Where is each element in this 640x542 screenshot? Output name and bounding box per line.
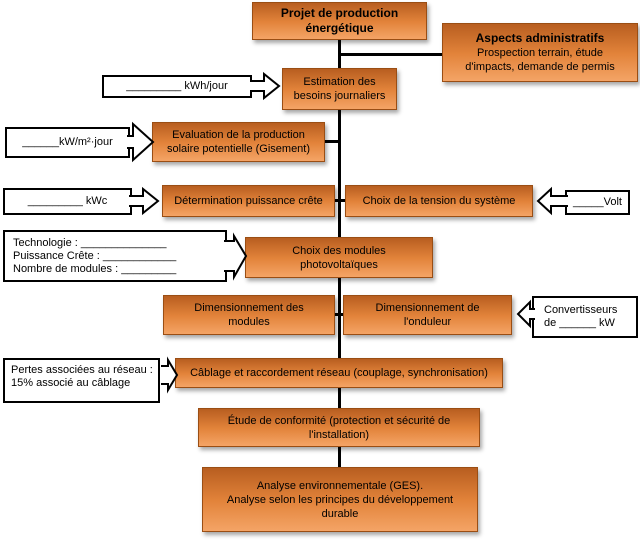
kwc-callout-arrow-icon: [129, 186, 160, 216]
callout-text: Technologie : ______________: [13, 237, 167, 249]
callout-pertes-reseau: Pertes associées au réseau : 15% associé…: [3, 358, 160, 403]
text-line: énergétique: [305, 21, 374, 35]
node-title: Aspects administratifs: [475, 31, 605, 45]
callout-convertisseurs: Convertisseurs de ______ kW: [532, 296, 638, 338]
text-line: photovoltaïques: [300, 258, 378, 271]
node-choix-tension: Choix de la tension du système: [345, 185, 533, 217]
text-line: modules: [228, 316, 270, 328]
connector-evaluation-branch: [323, 140, 340, 143]
technologie-callout-arrow-icon: [224, 232, 248, 281]
text-line: Détermination puissance crête: [174, 195, 323, 207]
node-dimensionnement-onduleur: Dimensionnement de l'onduleur: [343, 295, 512, 335]
text-line: Projet de production: [280, 6, 399, 20]
callout-text: de ______ kW: [544, 317, 615, 329]
text-line: Evaluation de la production: [172, 129, 305, 141]
text-line: durable: [321, 507, 359, 520]
text-line: Prospection terrain, étude: [477, 47, 603, 59]
node-determination-puissance: Détermination puissance crête: [162, 185, 335, 217]
node-analyse-environnementale: Analyse environnementale (GES). Analyse …: [202, 467, 478, 532]
callout-volt: _____Volt: [565, 190, 630, 215]
callout-text: _____Volt: [573, 196, 622, 208]
callout-text: Pertes associées au réseau :: [11, 364, 153, 376]
callout-kwc: _________ kWc: [3, 188, 132, 215]
callout-technologie: Technologie : ______________ Puissance C…: [3, 230, 227, 282]
kwh-callout-arrow-icon: [250, 71, 281, 101]
text-line: Analyse environnementale (GES).: [256, 479, 424, 492]
volt-callout-arrow-icon: [536, 186, 568, 216]
text-line: l'onduleur: [403, 316, 452, 328]
kw-m2-callout-arrow-icon: [127, 121, 155, 163]
connector-row-dimensionnement: [330, 313, 350, 316]
text-line: Analyse selon les principes du développe…: [226, 493, 454, 506]
text-line: Choix de la tension du système: [362, 195, 516, 207]
callout-text: 15% associé au câblage: [11, 377, 131, 389]
callout-text: Convertisseurs: [544, 304, 618, 316]
text-line: Choix des modules: [292, 244, 386, 257]
callout-text: Nombre de modules : _________: [13, 263, 177, 275]
text-line: Dimensionnement des: [194, 302, 304, 314]
node-evaluation-production: Evaluation de la production solaire pote…: [152, 122, 325, 162]
text-line: Câblage et raccordement réseau (couplage…: [190, 367, 488, 379]
node-etude-conformite: Étude de conformité (protection et sécur…: [198, 408, 480, 447]
text-line: Étude de conformité (protection et sécur…: [227, 414, 451, 427]
callout-kwh-jour: _________ kWh/jour: [102, 75, 252, 98]
text-line: solaire potentielle (Gisement): [166, 143, 311, 155]
text-line: Estimation des: [303, 76, 376, 88]
text-line: l'installation): [308, 428, 370, 441]
callout-text: _________ kWc: [27, 195, 108, 207]
callout-text: Puissance Crête : ____________: [13, 250, 177, 262]
node-estimation-besoins: Estimation des besoins journaliers: [282, 68, 397, 110]
callout-kw-m2-jour: ______kW/m²·jour: [5, 127, 130, 158]
node-aspects-administratifs: Aspects administratifs Prospection terra…: [442, 23, 638, 82]
node-projet: Projet de production énergétique: [252, 2, 427, 40]
callout-text: _________ kWh/jour: [126, 80, 228, 92]
connector-row-tension: [330, 199, 350, 202]
node-dimensionnement-modules: Dimensionnement des modules: [163, 295, 335, 335]
connector-aspects-branch: [339, 53, 442, 56]
text-line: d'impacts, demande de permis: [465, 61, 615, 73]
node-cablage-raccordement: Câblage et raccordement réseau (couplage…: [175, 358, 503, 388]
text-line: besoins journaliers: [293, 90, 386, 102]
node-choix-modules: Choix des modules photovoltaïques: [245, 237, 433, 278]
text-line: Dimensionnement de: [375, 302, 480, 314]
callout-text: ______kW/m²·jour: [22, 136, 113, 148]
